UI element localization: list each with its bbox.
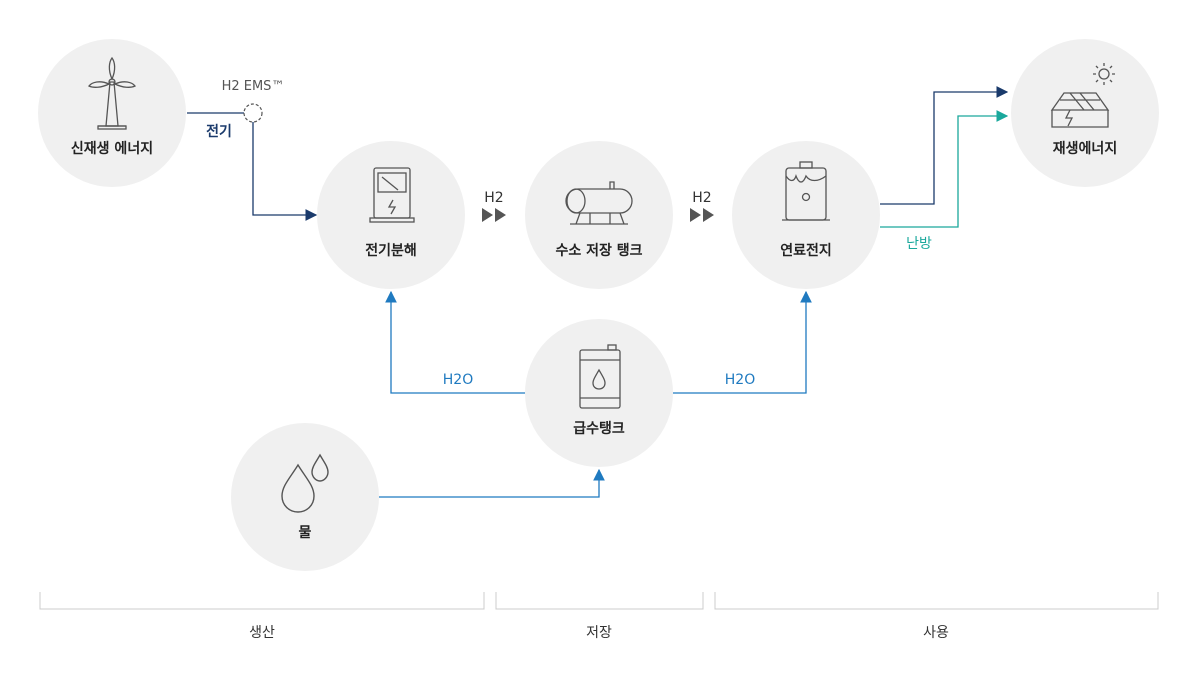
heating-connector: 난방 xyxy=(880,110,1009,252)
solar-house-icon xyxy=(1050,63,1115,128)
water-supply-connector xyxy=(379,468,605,498)
double-arrow-icon xyxy=(482,208,506,222)
production-label: 생산 xyxy=(249,625,275,641)
electrolysis-label: 전기분해 xyxy=(365,242,417,259)
water-drops-icon xyxy=(281,453,329,513)
h2-flow-arrow-2: H2 xyxy=(690,190,714,222)
usage-label: 사용 xyxy=(923,625,949,641)
renewable-energy-label: 신재생 에너지 xyxy=(71,141,153,157)
h2-label-2: H2 xyxy=(692,190,711,206)
h2-flow-arrow-1: H2 xyxy=(482,190,506,222)
electricity-connector: H2 EMS™ 전기 xyxy=(187,79,318,221)
node-fuel-cell: 연료전지 xyxy=(732,141,880,289)
h2-ems-label: H2 EMS™ xyxy=(222,79,285,94)
node-renewable-energy-out: 재생에너지 xyxy=(1011,39,1159,187)
power-output-connector xyxy=(880,86,1009,205)
phase-production: 생산 xyxy=(39,592,485,641)
hydrogen-storage-label: 수소 저장 탱크 xyxy=(555,242,642,259)
storage-label: 저장 xyxy=(586,625,612,641)
renewable-energy-out-label: 재생에너지 xyxy=(1053,141,1117,157)
fuel-cell-label: 연료전지 xyxy=(780,242,832,259)
storage-tank-icon xyxy=(565,181,633,225)
double-arrow-icon xyxy=(690,208,714,222)
phase-usage: 사용 xyxy=(714,592,1159,641)
h2-label-1: H2 xyxy=(484,190,503,206)
h2o-left-connector: H2O xyxy=(385,290,525,394)
wind-turbine-icon xyxy=(88,56,136,130)
node-electrolysis: 전기분해 xyxy=(317,141,465,289)
fuel-cell-icon xyxy=(782,161,830,221)
node-hydrogen-storage: 수소 저장 탱크 xyxy=(525,141,673,289)
electricity-label: 전기 xyxy=(206,123,232,140)
node-renewable-energy: 신재생 에너지 xyxy=(38,39,186,187)
h2o-right-label: H2O xyxy=(725,372,755,388)
electrolyzer-icon xyxy=(369,167,415,223)
ems-node-icon xyxy=(243,103,263,123)
water-tank-label: 급수탱크 xyxy=(573,420,625,437)
phase-storage: 저장 xyxy=(495,592,704,641)
water-label: 물 xyxy=(299,525,312,541)
h2o-left-label: H2O xyxy=(443,372,473,388)
h2o-right-connector: H2O xyxy=(673,290,812,394)
node-water: 물 xyxy=(231,423,379,571)
heating-label: 난방 xyxy=(906,236,932,252)
water-barrel-icon xyxy=(579,344,621,409)
node-water-tank: 급수탱크 xyxy=(525,319,673,467)
